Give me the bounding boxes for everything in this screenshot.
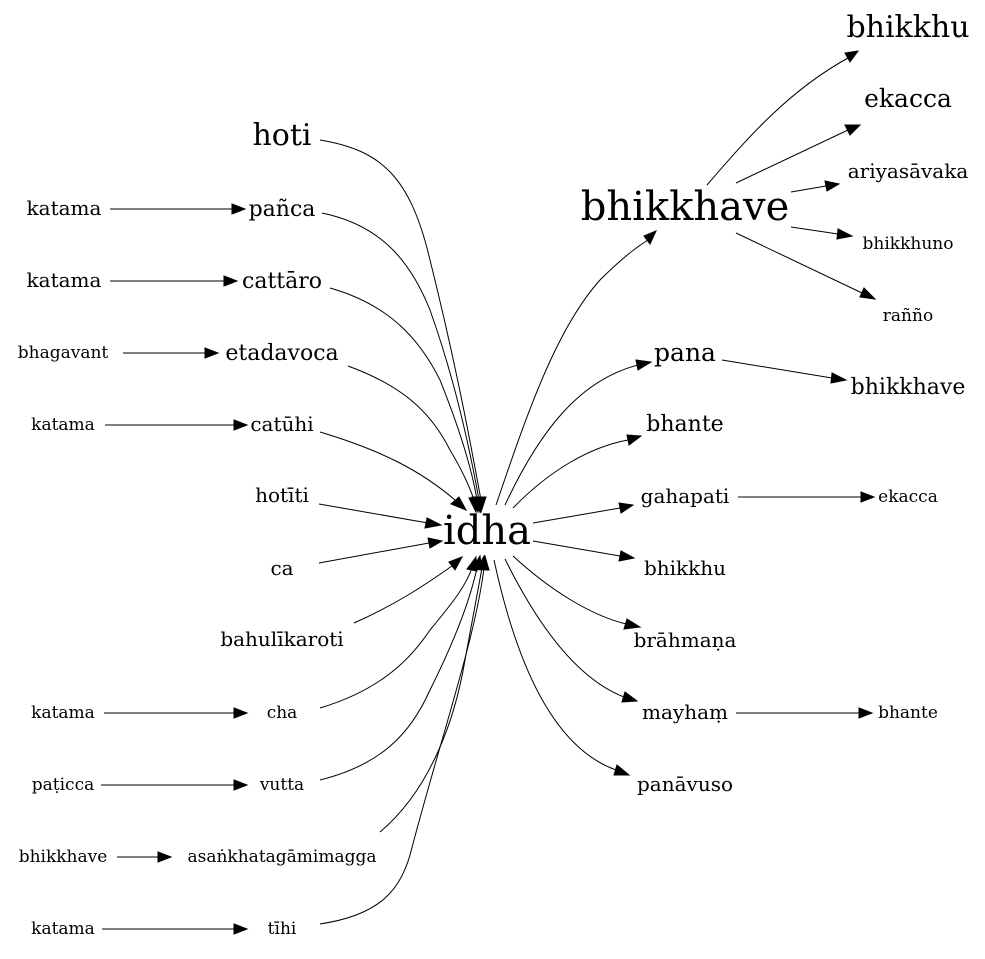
arrowhead bbox=[233, 707, 249, 719]
node-katama-4: katama bbox=[31, 703, 95, 723]
arrowhead bbox=[824, 180, 841, 192]
arrowhead bbox=[468, 496, 480, 514]
edge-idha-brahmana bbox=[512, 555, 627, 625]
arrowhead bbox=[836, 228, 854, 240]
node-ekacca-top: ekacca bbox=[864, 84, 952, 113]
arrowhead bbox=[844, 50, 860, 63]
node-asankhatagamimagga: asaṅkhatagāmimagga bbox=[187, 847, 376, 867]
edge-idha-bhikkhu bbox=[532, 540, 621, 557]
edge-idha-bhikkhave bbox=[495, 239, 649, 506]
node-katama-5: katama bbox=[31, 919, 95, 939]
arrowhead bbox=[233, 779, 249, 791]
arrowhead bbox=[618, 502, 635, 514]
node-katama-3: katama bbox=[31, 415, 95, 435]
node-tihi: tīhi bbox=[268, 919, 297, 939]
arrowhead bbox=[621, 691, 639, 703]
arrowhead bbox=[450, 496, 468, 511]
edge-idha-pana bbox=[504, 364, 639, 506]
arrowhead bbox=[223, 275, 239, 287]
node-cattaro: cattāro bbox=[242, 269, 322, 294]
node-gahapati: gahapati bbox=[641, 484, 730, 508]
node-panca: pañca bbox=[249, 197, 316, 222]
edge-pana-bhikkhave bbox=[721, 359, 833, 379]
arrowhead bbox=[623, 618, 642, 630]
edge-cha-idha bbox=[319, 567, 473, 709]
node-bhante-1: bhante bbox=[646, 412, 723, 437]
edge-bhikkhave-ekacca bbox=[735, 129, 849, 184]
edge-catuhi-idha bbox=[319, 431, 456, 501]
arrowhead bbox=[233, 923, 249, 935]
node-catuhi: catūhi bbox=[250, 412, 313, 436]
arrowhead bbox=[635, 359, 653, 371]
node-bhikkhu-mid: bhikkhu bbox=[644, 556, 726, 580]
node-bahulikaroti: bahulīkaroti bbox=[220, 627, 343, 651]
edge-hotiti-idha bbox=[318, 503, 429, 524]
edge-idha-bhante bbox=[512, 439, 629, 509]
arrowhead bbox=[859, 287, 877, 300]
edge-panca-idha bbox=[321, 212, 480, 501]
edge-bhikkhave-ariyasavaka bbox=[790, 185, 827, 193]
node-bhikkhave-left: bhikkhave bbox=[19, 847, 108, 867]
node-bhikkhave-right: bhikkhave bbox=[581, 184, 790, 230]
node-bhagavant: bhagavant bbox=[18, 343, 109, 363]
node-idha: idha bbox=[443, 508, 531, 554]
edge-bhikkhave-bhikkhu bbox=[706, 57, 849, 186]
node-panavuso: panāvuso bbox=[637, 772, 733, 796]
node-paticca: paṭicca bbox=[32, 775, 94, 795]
edge-tihi-idha bbox=[319, 567, 485, 925]
arrowhead bbox=[613, 764, 631, 776]
node-ekacca-gahapati: ekacca bbox=[878, 487, 938, 507]
node-bhante-2: bhante bbox=[878, 703, 938, 723]
node-bhikkhu-top: bhikkhu bbox=[846, 10, 969, 45]
edge-vutta-idha bbox=[319, 567, 478, 781]
arrowhead bbox=[231, 203, 247, 215]
node-hotiti: hotīti bbox=[255, 483, 309, 507]
arrowhead bbox=[626, 434, 643, 446]
arrowhead bbox=[860, 491, 876, 503]
edge-asankhata-idha bbox=[379, 567, 483, 833]
graph-nodes: idha hoti katama pañca katama cattāro bh… bbox=[18, 10, 970, 939]
edge-idha-panavuso bbox=[493, 559, 617, 771]
node-katama-2: katama bbox=[27, 268, 102, 292]
arrowhead bbox=[618, 550, 636, 562]
edge-etadavoca-idha bbox=[347, 365, 475, 501]
node-katama-1: katama bbox=[27, 196, 102, 220]
node-hoti: hoti bbox=[252, 118, 311, 153]
edge-bhikkhave-bhikkhuno bbox=[790, 226, 839, 235]
edge-idha-gahapati bbox=[532, 507, 621, 524]
node-vutta: vutta bbox=[259, 775, 304, 795]
arrowhead bbox=[478, 554, 490, 571]
edge-bhikkhave-ranno bbox=[735, 232, 863, 294]
node-bhikkhuno: bhikkhuno bbox=[863, 234, 954, 254]
edge-idha-mayham bbox=[504, 558, 625, 698]
node-ranno: rañño bbox=[883, 306, 933, 326]
node-brahmana: brāhmaṇa bbox=[634, 628, 737, 652]
graph-edges bbox=[101, 50, 877, 935]
edge-ca-idha bbox=[318, 542, 430, 564]
node-ariyasavaka: ariyasāvaka bbox=[848, 159, 969, 183]
arrowhead bbox=[424, 517, 443, 529]
arrowhead bbox=[643, 230, 657, 245]
node-bhikkhave-pana: bhikkhave bbox=[851, 375, 966, 400]
arrowhead bbox=[427, 537, 444, 549]
edge-hoti-idha bbox=[319, 139, 482, 501]
node-ca: ca bbox=[270, 556, 293, 580]
node-pana: pana bbox=[654, 338, 716, 367]
edge-bahulikaroti-idha bbox=[353, 565, 453, 624]
arrowhead bbox=[858, 707, 874, 719]
arrowhead bbox=[830, 372, 848, 384]
node-mayham: mayhaṃ bbox=[642, 700, 728, 724]
node-cha: cha bbox=[267, 703, 298, 723]
edge-cattaro-idha bbox=[329, 287, 478, 501]
arrowhead bbox=[233, 419, 249, 431]
arrowhead bbox=[204, 347, 220, 359]
arrowhead bbox=[448, 556, 464, 571]
arrowhead bbox=[844, 124, 862, 136]
arrowhead bbox=[157, 851, 173, 863]
node-etadavoca: etadavoca bbox=[225, 341, 338, 366]
